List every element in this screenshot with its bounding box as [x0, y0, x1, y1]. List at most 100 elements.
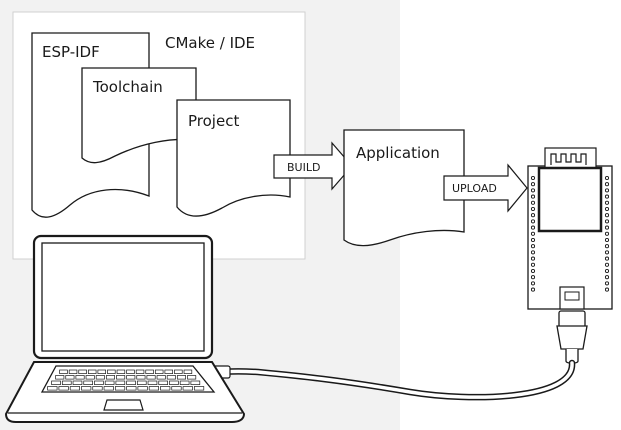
- keyboard-key: [83, 380, 94, 385]
- build-arrow: BUILD: [273, 141, 353, 191]
- keyboard-key: [156, 375, 166, 380]
- keyboard-key: [65, 375, 75, 380]
- keyboard-key: [190, 380, 201, 385]
- keyboard-key: [174, 369, 183, 374]
- board-pin: [530, 200, 536, 205]
- keyboard-key: [97, 369, 107, 374]
- keyboard-key: [164, 369, 174, 374]
- board-pin: [530, 194, 536, 199]
- board-pin: [604, 262, 610, 267]
- board-pin: [530, 219, 536, 224]
- application-label: Application: [356, 144, 440, 162]
- board-pin: [604, 244, 610, 249]
- keyboard-key: [187, 375, 197, 380]
- board-pin: [604, 213, 610, 218]
- keyboard-key: [87, 369, 97, 374]
- keyboard-key: [72, 380, 83, 385]
- laptop-touchpad: [103, 399, 144, 411]
- board-pin: [604, 231, 610, 236]
- keyboard-key: [193, 386, 205, 391]
- frame-label: CMake / IDE: [165, 34, 255, 52]
- keyboard-key: [146, 375, 156, 380]
- board-pin: [604, 256, 610, 261]
- keyboard-key: [78, 369, 87, 374]
- keyboard-key: [154, 369, 164, 374]
- board-pin: [530, 225, 536, 230]
- keyboard-key: [171, 386, 182, 391]
- keyboard-key: [136, 375, 146, 380]
- board-pin: [530, 256, 536, 261]
- keyboard-key: [166, 375, 176, 380]
- board-pin: [530, 262, 536, 267]
- keyboard-key: [95, 375, 105, 380]
- laptop-screen: [41, 242, 205, 352]
- keyboard-key: [104, 380, 115, 385]
- keyboard-key: [116, 375, 126, 380]
- board-pin: [530, 188, 536, 193]
- board-pin: [604, 206, 610, 212]
- toolchain-label: Toolchain: [92, 78, 163, 96]
- project-label: Project: [188, 112, 239, 130]
- board-pin: [530, 175, 536, 181]
- upload-arrow: UPLOAD: [443, 163, 528, 213]
- board-pin: [530, 244, 536, 249]
- project-document: Project: [176, 99, 291, 217]
- keyboard-key: [183, 369, 193, 374]
- keyboard-key: [92, 386, 103, 391]
- keyboard-key: [169, 380, 179, 385]
- board-pin: [604, 250, 610, 255]
- board-pin: [530, 250, 536, 255]
- keyboard-key: [148, 386, 160, 391]
- board-pin: [530, 275, 536, 280]
- keyboard-key: [126, 375, 136, 380]
- keyboard-key: [115, 380, 126, 385]
- keyboard-key: [55, 375, 65, 380]
- keyboard-key: [114, 386, 126, 391]
- board-pin: [604, 237, 610, 243]
- build-label: BUILD: [287, 161, 320, 174]
- board-pin: [604, 225, 610, 230]
- keyboard-key: [85, 375, 95, 380]
- board-pin: [530, 182, 536, 187]
- keyboard-key: [137, 386, 148, 391]
- keyboard-key: [147, 380, 158, 385]
- keyboard-key: [126, 386, 137, 391]
- board-pin: [604, 175, 610, 181]
- keyboard-key: [59, 369, 68, 374]
- keyboard-key: [51, 380, 61, 385]
- keyboard-key: [68, 369, 78, 374]
- keyboard-key: [145, 369, 154, 374]
- keyboard-key: [135, 369, 145, 374]
- board-pin: [530, 206, 536, 212]
- application-document: Application: [343, 129, 465, 247]
- keyboard-key: [47, 386, 58, 391]
- keyboard-key: [176, 375, 187, 380]
- keyboard-key: [61, 380, 72, 385]
- keyboard-key: [81, 386, 92, 391]
- dev-board-icon: [527, 147, 613, 310]
- keyboard-key: [94, 380, 104, 385]
- laptop-icon: [4, 234, 246, 423]
- board-pin: [604, 268, 610, 274]
- board-pin: [604, 219, 610, 224]
- board-pin: [530, 281, 536, 286]
- keyboard-key: [105, 375, 116, 380]
- keyboard-key: [75, 375, 85, 380]
- keyboard-key: [182, 386, 193, 391]
- board-pin: [530, 237, 536, 243]
- board-pin: [604, 200, 610, 205]
- board-pin: [604, 287, 610, 292]
- board-pin: [604, 188, 610, 193]
- keyboard-key: [116, 369, 126, 374]
- keyboard-key: [160, 386, 171, 391]
- keyboard-key: [69, 386, 81, 391]
- board-pin: [604, 182, 610, 187]
- esp-idf-label: ESP-IDF: [42, 43, 100, 61]
- keyboard-key: [136, 380, 147, 385]
- keyboard-key: [158, 380, 169, 385]
- board-pin: [530, 287, 536, 292]
- upload-label: UPLOAD: [452, 182, 497, 195]
- board-pin: [604, 194, 610, 199]
